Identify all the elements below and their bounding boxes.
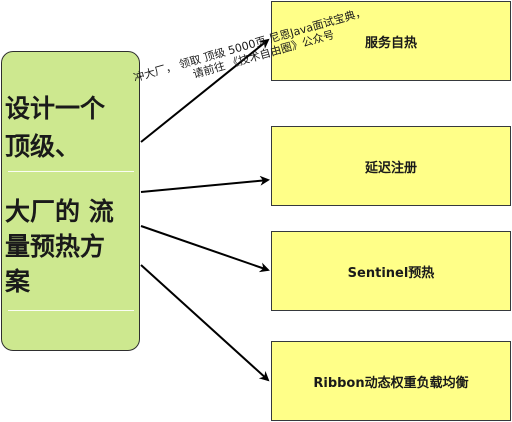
arrow-to-box-3 <box>140 225 270 273</box>
box-ribbon-weighted-lb[interactable]: Ribbon动态权重负载均衡 <box>271 341 511 421</box>
box-label: Ribbon动态权重负载均衡 <box>313 375 469 391</box>
node-divider <box>8 171 134 172</box>
arrow-to-box-4 <box>140 264 270 382</box>
box-label: 延迟注册 <box>364 160 417 176</box>
main-topic-line-4: 量预热方 <box>5 232 106 261</box>
main-topic-node[interactable]: 设计一个 顶级、 大厂的 流 量预热方 案 <box>1 51 140 351</box>
arrow-to-box-1 <box>140 38 270 143</box>
main-topic-line-5: 案 <box>5 267 31 296</box>
box-sentinel-warmup[interactable]: Sentinel预热 <box>271 231 511 311</box>
box-label: 服务自热 <box>364 35 417 51</box>
main-topic-line-1: 设计一个 <box>5 94 106 123</box>
box-delayed-registration[interactable]: 延迟注册 <box>271 126 511 206</box>
box-label: Sentinel预热 <box>347 265 435 281</box>
main-topic-line-3: 大厂的 流 <box>5 197 114 226</box>
node-divider <box>8 310 134 311</box>
box-service-warmup[interactable]: 服务自热 <box>271 1 511 81</box>
main-topic-line-2: 顶级、 <box>5 132 81 161</box>
arrow-to-box-2 <box>140 175 270 193</box>
